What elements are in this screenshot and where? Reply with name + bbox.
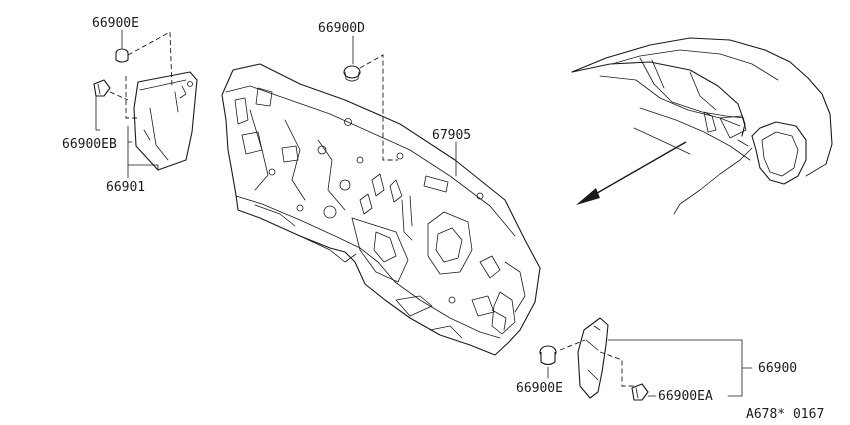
diagram-code: A678* 0167 bbox=[746, 407, 824, 422]
car-outline bbox=[571, 37, 833, 215]
clip-66900d bbox=[343, 35, 398, 161]
leader-lines-right bbox=[607, 339, 753, 397]
side-trim-66900 bbox=[559, 317, 640, 399]
side-trim-66901 bbox=[133, 71, 198, 171]
dash-insulator-panel bbox=[221, 63, 541, 356]
label-67905: 67905 bbox=[432, 128, 471, 143]
label-66900e-bottom: 66900E bbox=[516, 381, 563, 396]
label-66900ea: 66900EA bbox=[658, 389, 713, 404]
label-66900d: 66900D bbox=[318, 21, 365, 36]
clip-66900eb bbox=[93, 76, 140, 131]
clip-66900e-top bbox=[115, 29, 173, 89]
label-66900: 66900 bbox=[758, 361, 797, 376]
direction-arrow bbox=[576, 141, 687, 205]
leader-lines-left bbox=[127, 125, 159, 179]
clip-66900ea bbox=[631, 383, 657, 401]
label-66901: 66901 bbox=[106, 180, 145, 195]
label-66900e-top: 66900E bbox=[92, 16, 139, 31]
clip-66900e-bottom bbox=[539, 345, 557, 379]
label-66900eb: 66900EB bbox=[62, 137, 117, 152]
